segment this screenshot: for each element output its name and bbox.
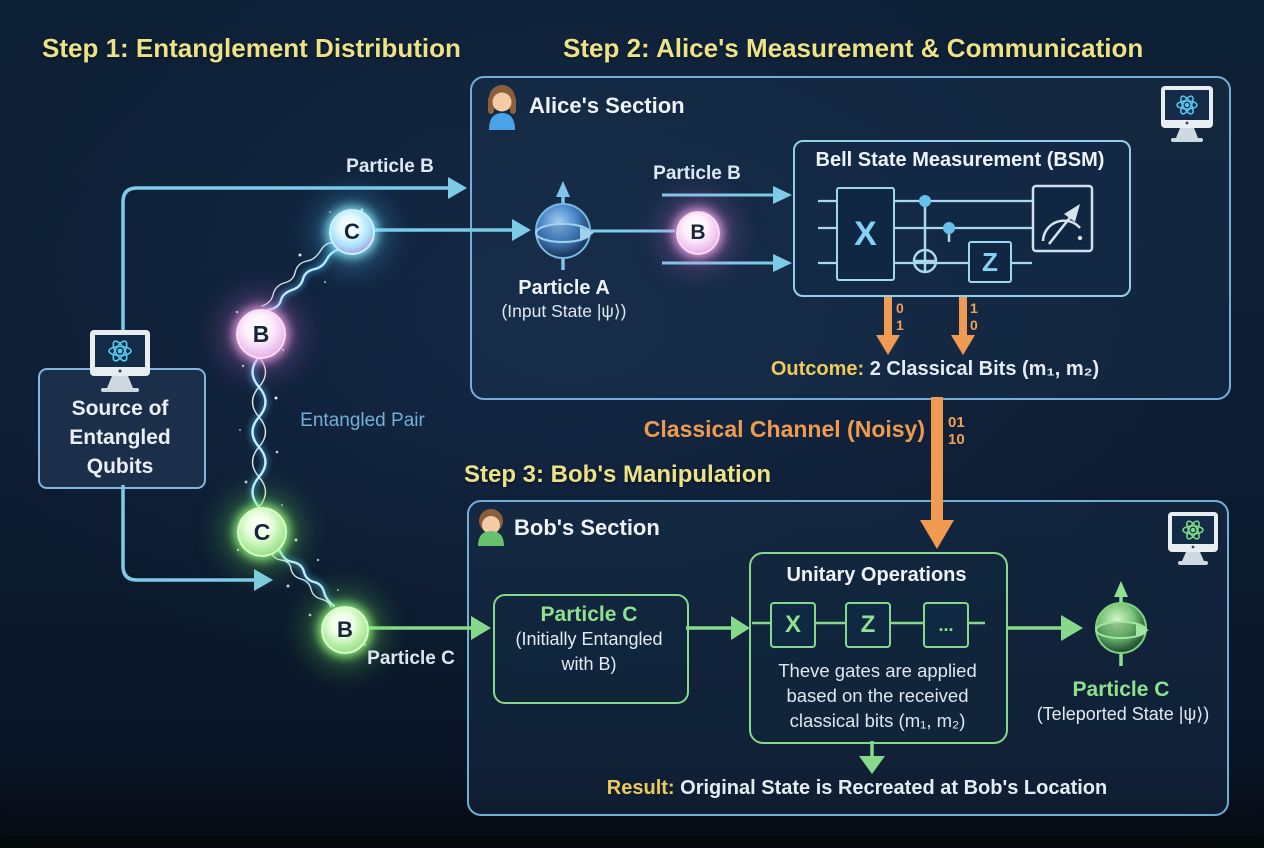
particle-letter: C xyxy=(253,518,271,545)
source-line-1: Source of xyxy=(71,397,169,420)
classical-channel-label: Classical Channel (Noisy) xyxy=(643,416,925,442)
bottom-strip xyxy=(0,836,1264,848)
unitary-desc2: based on the received xyxy=(786,685,969,706)
result-text: Original State is Recreated at Bob's Loc… xyxy=(674,777,1108,799)
bit-a2-0: 1 xyxy=(970,300,978,316)
step3-title: Step 3: Bob's Manipulation xyxy=(464,461,772,488)
alice-section-title: Alice's Section xyxy=(529,93,685,118)
channel-bits-1: 10 xyxy=(948,431,965,448)
particle-c-bottom-label: Particle C xyxy=(367,648,455,669)
chain-particle-b-pink: B xyxy=(236,309,286,359)
particle-b-top-label: Particle B xyxy=(346,156,434,177)
bob-dots-gate: ... xyxy=(923,602,969,648)
particle-letter: C xyxy=(344,219,360,244)
source-line-2: Entangled xyxy=(69,426,171,449)
particle-c-box-name: Particle C xyxy=(540,603,638,626)
particle-letter: B xyxy=(337,617,353,642)
outcome-text: 2 Classical Bits (m₁, m₂) xyxy=(864,358,1100,380)
particle-letter: B xyxy=(690,221,706,244)
bit-a2-1: 0 xyxy=(970,317,978,333)
bob-x-gate-label: X xyxy=(784,611,801,638)
bob-z-gate-label: Z xyxy=(860,611,876,638)
result-prefix: Result: xyxy=(606,777,675,799)
bsm-title: Bell State Measurement (BSM) xyxy=(815,149,1105,171)
unitary-desc3: classical bits (m₁, m₂) xyxy=(789,710,966,731)
particle-c-box-sub2: with B) xyxy=(561,654,617,674)
alice-particle-b-label: Particle B xyxy=(653,163,741,184)
outcome-prefix: Outcome: xyxy=(770,358,865,380)
particle-a-name: Particle A xyxy=(518,277,610,299)
source-box-label: Source of Entangled Qubits xyxy=(40,394,200,481)
particle-a-state: (Input State |ψ⟩) xyxy=(501,301,627,321)
bob-x-gate: X xyxy=(770,602,816,648)
bob-dots-gate-label: ... xyxy=(938,614,954,635)
channel-bits: 01 10 xyxy=(948,414,965,448)
outcome-line: Outcome: 2 Classical Bits (m₁, m₂) xyxy=(725,358,1145,381)
chain-particle-b-bottom: B xyxy=(321,606,369,654)
bob-z-gate: Z xyxy=(845,602,891,648)
alice-particle-b-badge: B xyxy=(676,211,720,255)
bsm-z-gate: Z xyxy=(968,241,1012,283)
unitary-desc1: Theve gates are applied xyxy=(778,660,977,681)
result-line: Result: Original State is Recreated at B… xyxy=(547,777,1167,800)
entangled-pair-label: Entangled Pair xyxy=(300,410,425,431)
chain-particle-c-green: C xyxy=(237,507,287,557)
bit-label-arrow2: 1 0 xyxy=(970,300,978,334)
particle-letter: B xyxy=(252,320,270,347)
particle-c-out-name: Particle C xyxy=(1072,678,1170,701)
bit-a1-0: 0 xyxy=(896,300,904,316)
particle-c-box-sub1: (Initially Entangled xyxy=(515,629,663,649)
chain-particle-c-top: C xyxy=(329,209,375,255)
bit-a1-1: 1 xyxy=(896,317,904,333)
particle-c-out-state: (Teleported State |ψ⟩) xyxy=(1036,704,1210,724)
source-line-3: Qubits xyxy=(86,455,154,478)
step1-title: Step 1: Entanglement Distribution xyxy=(42,33,461,63)
unitary-title: Unitary Operations xyxy=(786,564,967,586)
bsm-x-gate-label: X xyxy=(854,214,877,253)
bsm-x-gate: X xyxy=(836,187,895,281)
bit-label-arrow1: 0 1 xyxy=(896,300,904,334)
channel-bits-0: 01 xyxy=(948,414,965,431)
bsm-z-gate-label: Z xyxy=(982,246,998,277)
step2-title: Step 2: Alice's Measurement & Communicat… xyxy=(563,33,1144,63)
bob-section-title: Bob's Section xyxy=(514,515,660,540)
